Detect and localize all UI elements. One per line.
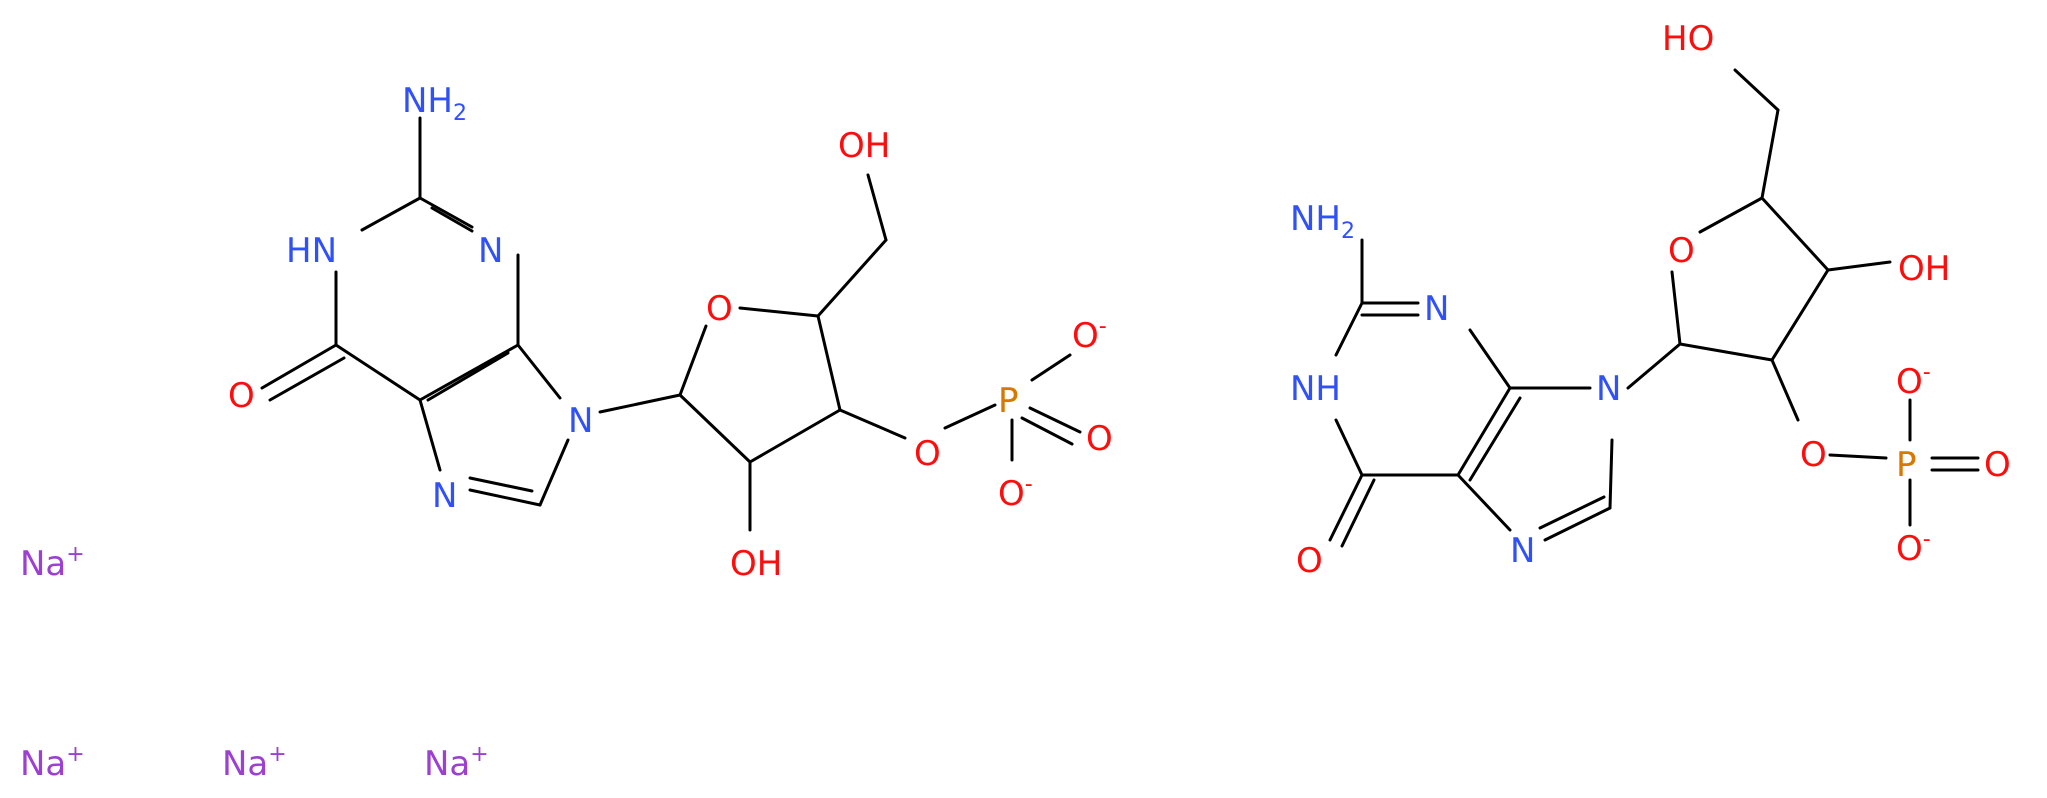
ring-n9-label: N [1596, 369, 1621, 409]
hydroxymethyl-oh-label: OH [838, 126, 890, 166]
phosphate-oxygen-top-label: O- [1896, 360, 1931, 402]
phosphate-oxygen-top-label: O- [1072, 314, 1107, 356]
hydroxyl-2-label: OH [730, 544, 782, 584]
ester-oxygen-label: O [914, 434, 941, 474]
amino-group-label: NH2 [402, 81, 467, 126]
amino-group-label: NH2 [1290, 199, 1355, 244]
sodium-ion-1: Na+ [20, 542, 85, 584]
phosphate-oxygen-double-label: O [1984, 445, 2011, 485]
ring-nh-label: HN [286, 231, 337, 271]
sodium-ion-3: Na+ [222, 742, 287, 784]
phosphate-oxygen-bottom-label: O- [1896, 527, 1931, 569]
left-molecule-labels: NH2 HN N N N O O OH OH O P O- O O- [228, 81, 1113, 584]
phosphate-oxygen-bottom-label: O- [998, 472, 1033, 514]
ester-oxygen-label: O [1800, 435, 1827, 475]
sodium-ion-2: Na+ [20, 742, 85, 784]
keto-oxygen-label: O [1296, 541, 1323, 581]
ring-n7-label: N [1510, 531, 1535, 571]
phosphorus-label: P [998, 381, 1019, 421]
right-molecule-bonds [1328, 68, 1980, 548]
sodium-ions: Na+ Na+ Na+ Na+ [20, 542, 489, 784]
left-molecule-bonds [260, 116, 1082, 532]
keto-oxygen-label: O [228, 376, 255, 416]
right-molecule-labels: NH2 NH N N N O O HO OH O P O- O O- [1290, 19, 2011, 581]
ring-n7-label: N [432, 476, 457, 516]
ring-oxygen-label: O [1668, 231, 1695, 271]
ring-nh-label: NH [1290, 369, 1341, 409]
ring-oxygen-label: O [706, 289, 733, 329]
hydroxymethyl-ho-label: HO [1662, 19, 1714, 59]
phosphate-oxygen-double-label: O [1086, 419, 1113, 459]
sodium-ion-4: Na+ [424, 742, 489, 784]
ring-n9-label: N [568, 401, 593, 441]
phosphorus-label: P [1896, 445, 1917, 485]
ring-n3-label: N [478, 231, 503, 271]
ring-n3-label: N [1424, 289, 1449, 329]
hydroxyl-3-label: OH [1898, 249, 1950, 289]
